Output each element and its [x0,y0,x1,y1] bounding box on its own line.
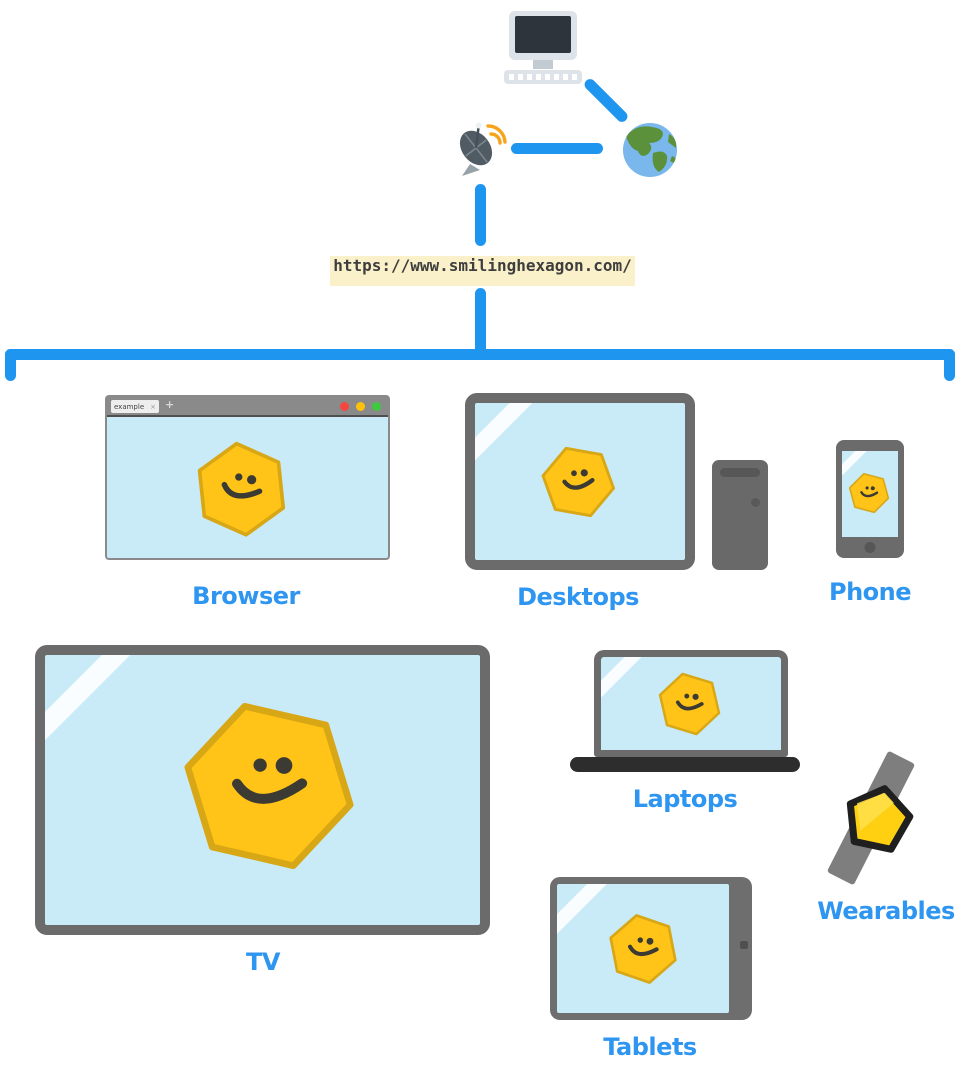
browser-viewport [107,415,388,558]
close-window-icon [340,402,349,411]
phone-screen [842,451,898,537]
distribution-line-right-end [944,349,955,381]
browser-tab: example × [111,400,159,413]
browser-titlebar: example × + [107,397,388,417]
label-tablets: Tablets [603,1033,697,1061]
smiling-hexagon [169,686,369,886]
tab-close-icon: × [150,402,156,411]
label-wearables: Wearables [817,897,955,925]
globe-americas-icon [623,123,677,177]
device-browser: example × + [105,395,390,560]
computer-screen [515,16,571,53]
label-browser: Browser [192,582,300,610]
tablet-screen [557,884,729,1013]
tower-drive-slot [720,468,760,477]
smiling-hexagon [845,469,893,517]
desktop-tower [712,460,768,570]
device-watch [826,750,943,886]
satellite-antenna-icon [459,122,507,176]
new-tab-icon: + [165,398,175,411]
device-tv [35,645,490,935]
label-phone: Phone [828,578,912,606]
smiling-hexagon [602,908,684,990]
computer-stand [533,60,553,69]
label-laptops: Laptops [632,785,738,813]
desktop-computer-icon [504,8,582,88]
screen-glare [475,403,537,471]
minimize-window-icon [356,402,365,411]
tablet-home-button [740,941,748,949]
computer-keyboard [504,70,582,84]
watch-strap-hole [894,859,903,868]
link-satellite-url [475,184,486,246]
phone-home-button [864,542,876,553]
label-tv: TV [246,948,280,976]
device-desktop-monitor [465,393,695,570]
laptop-base [570,757,800,772]
distribution-line [5,349,955,360]
smiling-hexagon [653,667,727,741]
link-computer-globe [582,76,630,125]
smiling-hexagon [186,434,296,544]
device-tablet [550,877,752,1020]
device-laptop [594,650,788,757]
screen-glare [45,655,139,754]
browser-tab-title: example [114,402,145,411]
link-url-bus [475,288,486,354]
device-phone [836,440,904,558]
distribution-line-left-end [5,349,16,381]
tower-power-button [751,498,760,507]
keyboard-keys [509,74,577,80]
link-satellite-globe [511,143,603,154]
label-desktops: Desktops [517,583,639,611]
window-controls [340,402,381,411]
url-label: https://www.smilinghexagon.com/ [330,256,635,286]
screen-glare [601,657,650,706]
computer-monitor [509,11,577,60]
watch-face-pentagon [846,785,914,853]
smiling-hexagon [535,439,621,525]
maximize-window-icon [372,402,381,411]
